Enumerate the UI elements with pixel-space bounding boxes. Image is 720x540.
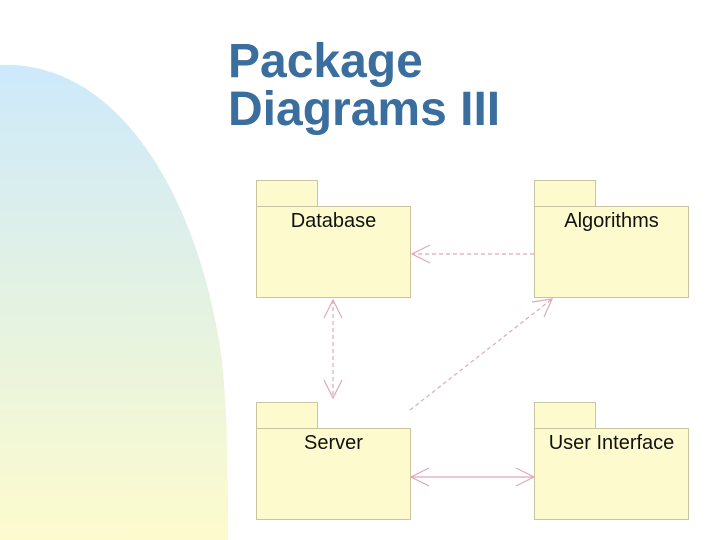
package-label: Algorithms [564,210,659,232]
dependency-database-server [323,298,343,400]
package-tab [534,402,596,429]
package-tab [256,402,318,429]
package-label: Database [290,210,377,232]
page-title: Package Diagrams III [228,38,500,134]
association-server-user-interface [409,467,536,487]
package-body [534,206,689,298]
title-line-1: Package [228,35,423,88]
package-tab [534,180,596,207]
package-body [534,428,689,520]
dependency-algorithms-to-database [410,244,534,264]
package-body [256,428,411,520]
package-tab [256,180,318,207]
dependency-server-to-algorithms [409,298,553,411]
package-label: User Interface [548,432,675,454]
package-label: Server [304,432,363,454]
package-body [256,206,411,298]
title-line-2: Diagrams III [228,83,501,136]
